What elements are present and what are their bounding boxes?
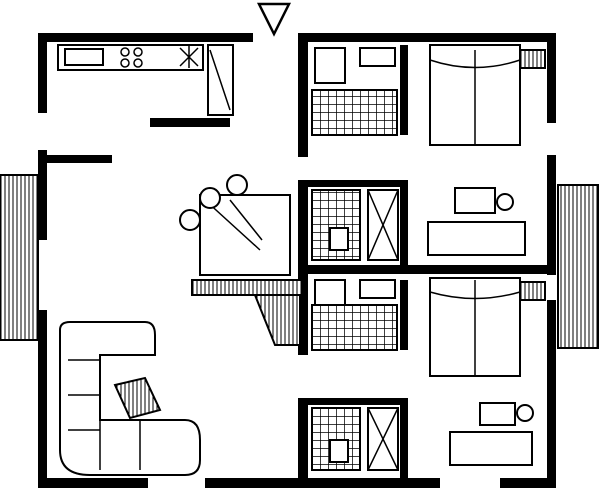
study-middle (427, 187, 526, 256)
kitchen (57, 44, 234, 116)
bathroom-lower (311, 279, 398, 351)
study-bottom (449, 402, 534, 466)
sink (64, 48, 104, 66)
sofa-bed (427, 221, 526, 256)
bathroom-upper (311, 47, 398, 136)
bathtub (359, 47, 396, 67)
bathroom-middle (311, 189, 399, 261)
outer-walls (38, 33, 556, 488)
interior-walls (47, 35, 556, 478)
fireplace (179, 174, 303, 346)
entrance-arrow-icon (256, 2, 292, 37)
right-porch (557, 184, 599, 349)
bathroom-bottom (311, 407, 399, 471)
toilet (329, 227, 349, 251)
bed-lower (429, 277, 546, 377)
stove (120, 47, 130, 57)
bed-upper (429, 44, 546, 146)
coffee-table (113, 376, 162, 420)
sofa (59, 321, 201, 476)
left-porch (0, 174, 39, 341)
